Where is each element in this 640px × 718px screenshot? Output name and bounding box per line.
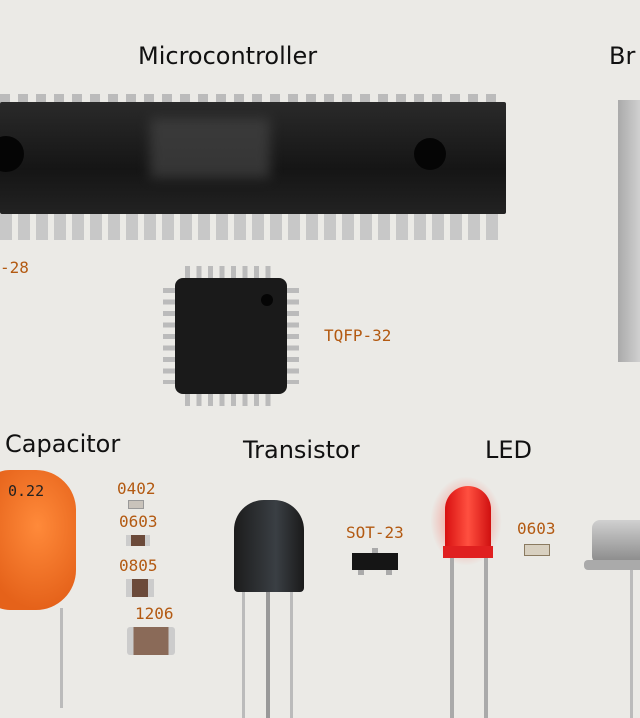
breadboard	[618, 100, 640, 362]
sot23-transistor	[352, 548, 398, 576]
capacitor-title: Capacitor	[5, 430, 121, 458]
tqfp-chip	[163, 266, 299, 406]
cap-0805-label: 0805	[119, 556, 158, 575]
dip-label: -28	[0, 258, 29, 277]
cap-0402	[128, 500, 144, 509]
microcontroller-title: Microcontroller	[138, 42, 318, 70]
breadboard-title: Br	[609, 42, 636, 70]
led	[430, 476, 502, 718]
cap-0402-label: 0402	[117, 479, 156, 498]
cap-1206	[127, 627, 175, 655]
cap-0805	[126, 579, 154, 597]
cap-0603	[126, 535, 150, 546]
cap-1206-label: 1206	[135, 604, 174, 623]
led-0603-label: 0603	[517, 519, 556, 538]
crystal	[584, 520, 640, 718]
capacitor-marking: 0.22	[8, 482, 45, 500]
led-title: LED	[485, 436, 533, 464]
to92-transistor	[232, 500, 307, 718]
cap-0603-label: 0603	[119, 512, 158, 531]
sot23-label: SOT-23	[346, 523, 404, 542]
smd-led-0603	[524, 544, 550, 556]
tqfp-label: TQFP-32	[324, 326, 392, 345]
film-capacitor: 0.22	[0, 470, 80, 710]
transistor-title: Transistor	[243, 436, 360, 464]
dip-microcontroller	[0, 88, 506, 248]
